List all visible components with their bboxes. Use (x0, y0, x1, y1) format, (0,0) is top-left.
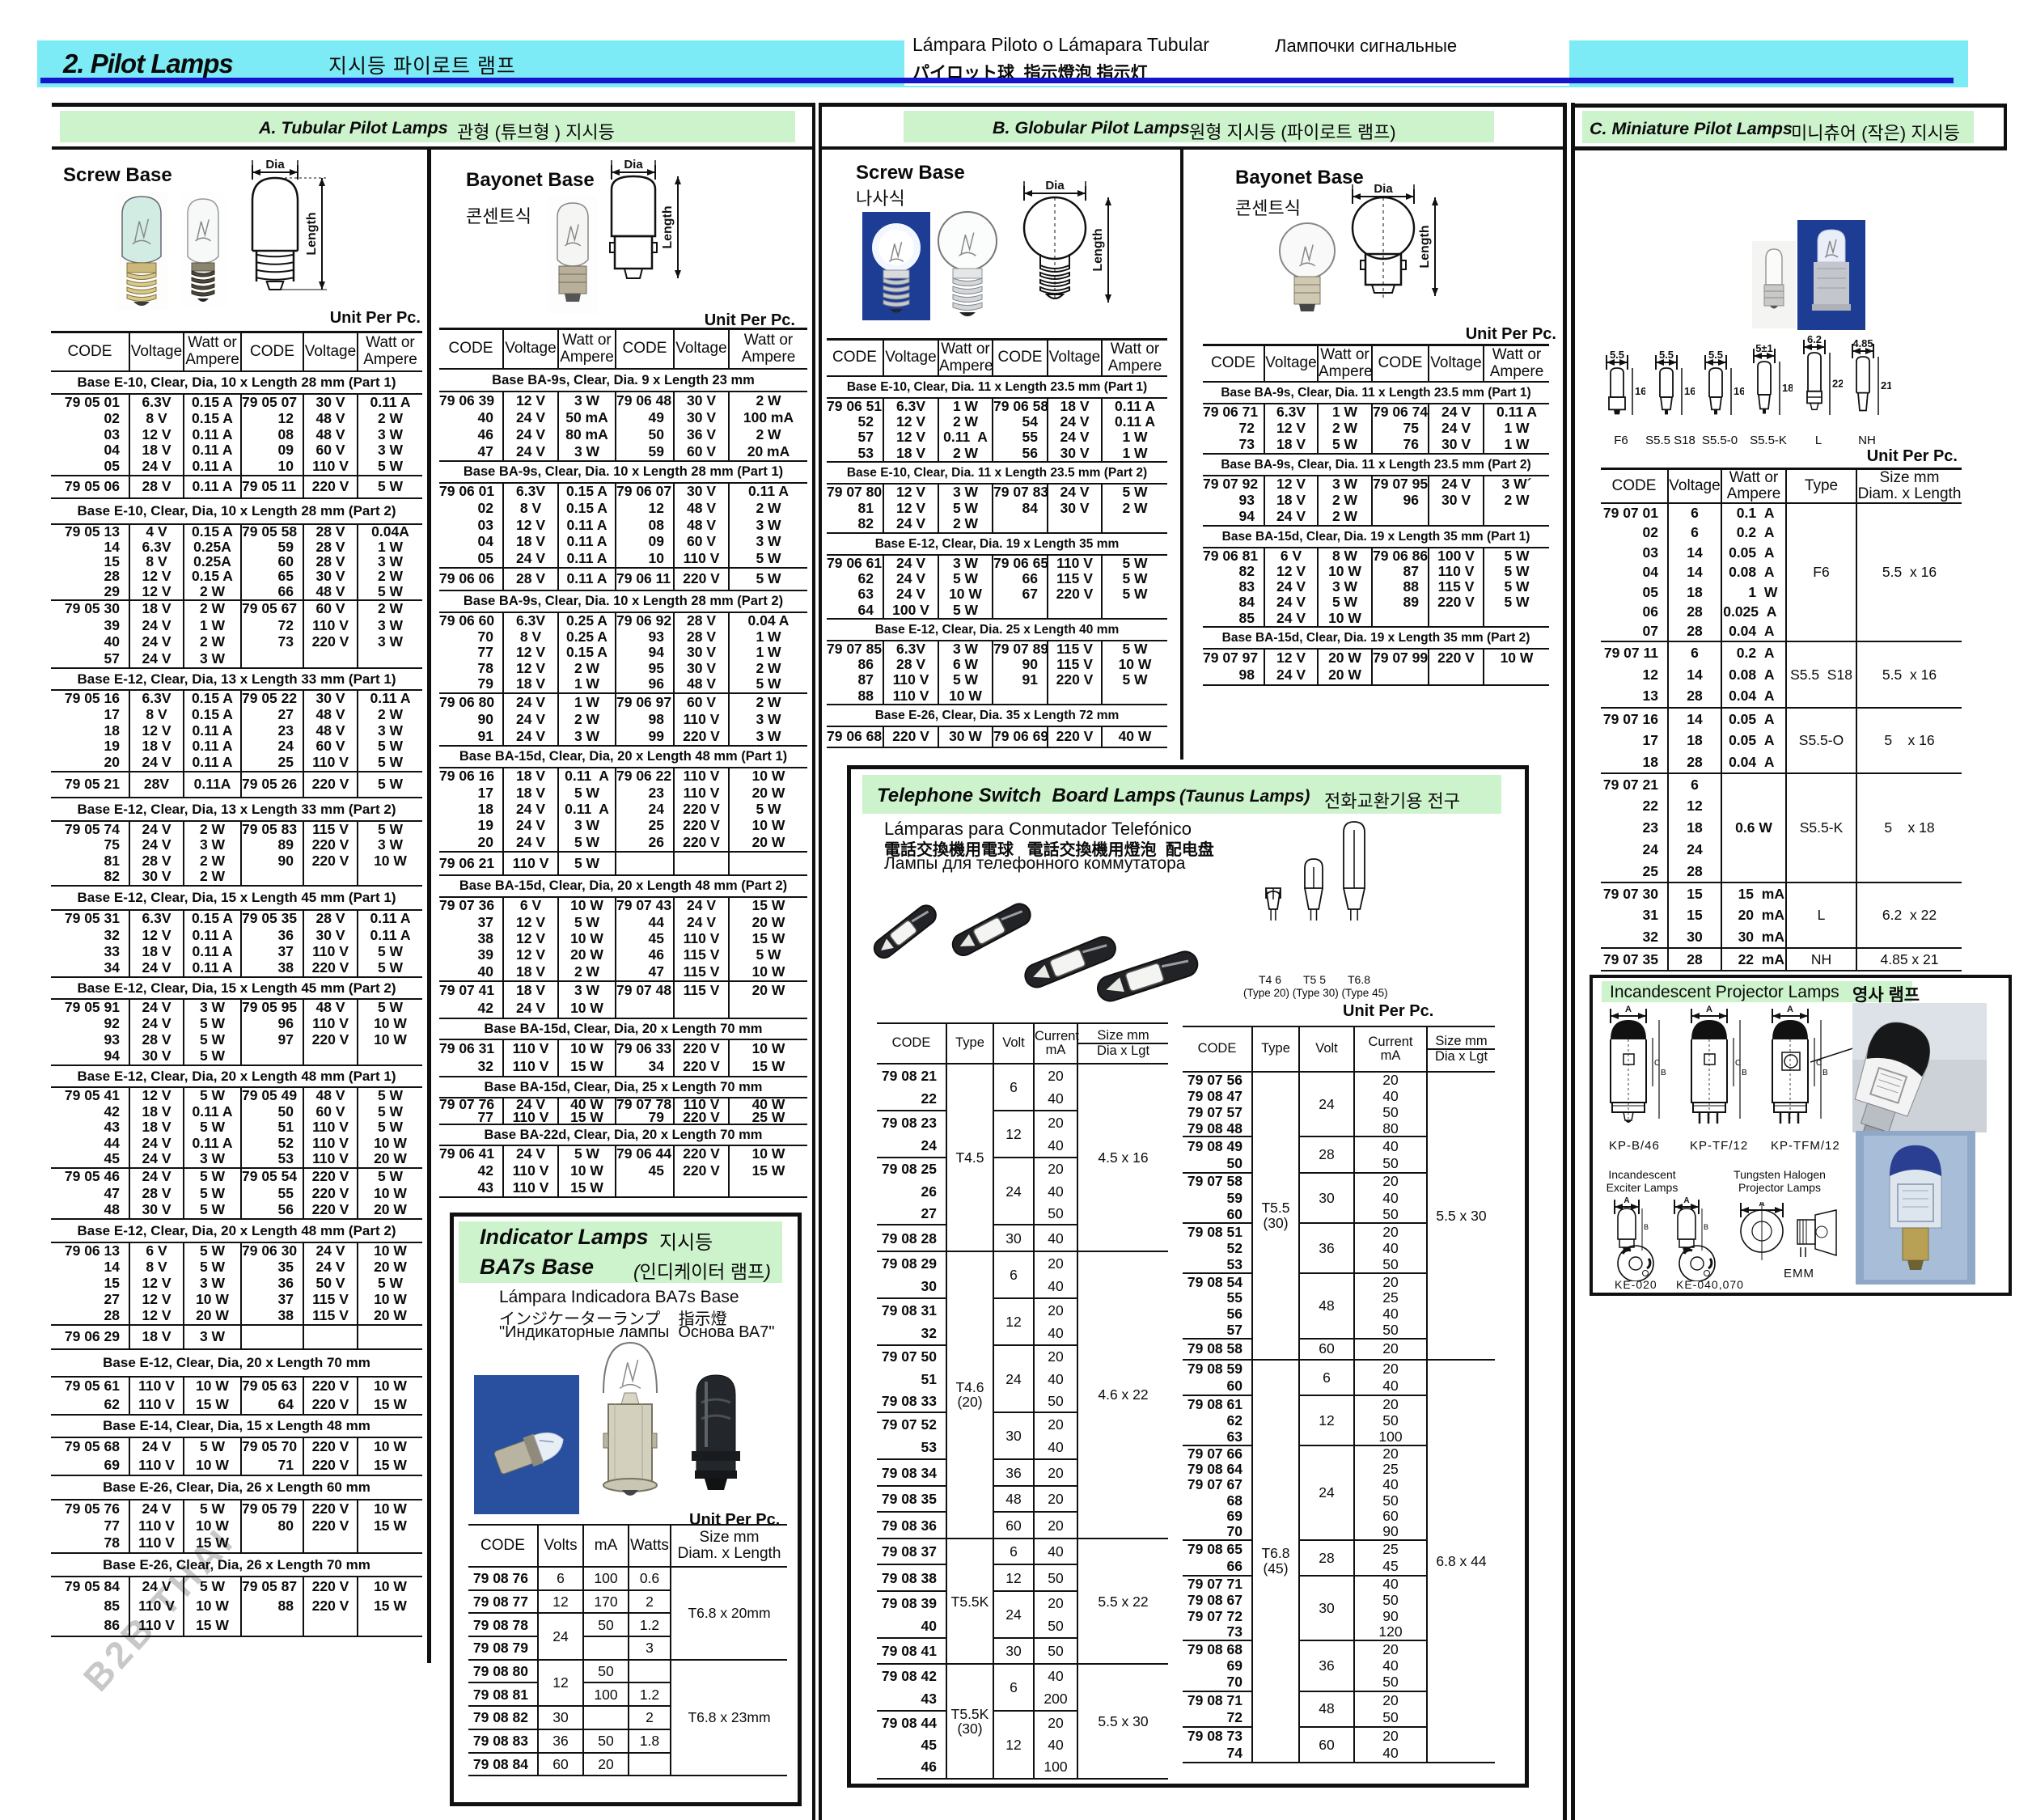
svg-text:Dia: Dia (1374, 183, 1393, 196)
svg-text:A: A (1625, 1005, 1632, 1014)
svg-text:5±1: 5±1 (1755, 344, 1773, 354)
svg-text:C: C (1735, 1059, 1741, 1068)
svg-text:18±1: 18±1 (1782, 382, 1793, 394)
svg-text:B: B (1704, 1223, 1708, 1231)
svg-text:6.2: 6.2 (1807, 335, 1822, 345)
svg-text:16: 16 (1684, 385, 1695, 397)
svg-text:A: A (1683, 1197, 1689, 1205)
svg-text:Dia: Dia (624, 159, 643, 171)
svg-text:B: B (1661, 1069, 1666, 1077)
svg-text:4.85: 4.85 (1852, 339, 1873, 349)
svg-text:5.5: 5.5 (1610, 350, 1624, 361)
svg-text:5.5: 5.5 (1659, 350, 1674, 361)
svg-text:A: A (1623, 1197, 1629, 1205)
svg-text:21: 21 (1881, 379, 1891, 392)
svg-text:A: A (1706, 1005, 1712, 1014)
svg-text:Dia: Dia (1045, 180, 1065, 193)
svg-text:C: C (1654, 1059, 1660, 1068)
svg-text:22±1: 22±1 (1832, 378, 1843, 390)
svg-text:Length: Length (661, 205, 675, 248)
svg-text:16: 16 (1635, 385, 1645, 397)
svg-text:Length: Length (1091, 228, 1105, 271)
svg-text:5.5: 5.5 (1708, 350, 1723, 361)
svg-text:Length: Length (1418, 225, 1432, 268)
svg-text:B: B (1742, 1069, 1747, 1077)
svg-text:Dia: Dia (265, 159, 285, 171)
svg-text:A: A (1787, 1005, 1793, 1014)
svg-text:B: B (1644, 1223, 1649, 1231)
svg-text:C: C (1816, 1059, 1822, 1068)
svg-text:A: A (1759, 1202, 1764, 1208)
svg-text:Length: Length (305, 212, 319, 255)
svg-text:B: B (1822, 1069, 1828, 1077)
svg-text:16: 16 (1734, 385, 1744, 397)
